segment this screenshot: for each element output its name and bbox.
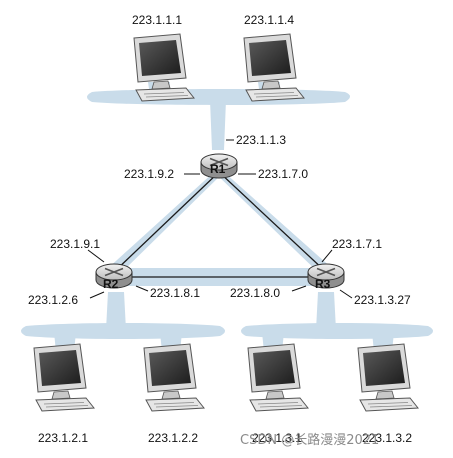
host-bottom-1: 223.1.2.1 [33, 343, 95, 445]
router-name: R2 [103, 277, 119, 291]
interface-label: 223.1.1.3 [236, 133, 286, 147]
router-r2: R2 223.1.9.1 223.1.2.6 223.1.8.1 [28, 237, 200, 307]
host-ip-label: 223.1.2.2 [148, 431, 198, 445]
computer-icon [33, 343, 95, 412]
interface-label: 223.1.8.1 [150, 286, 200, 300]
link-r1-r2 [113, 171, 220, 273]
computer-icon [133, 33, 195, 102]
interface-label: 223.1.8.0 [230, 286, 280, 300]
interface-label: 223.1.2.6 [28, 293, 78, 307]
interface-label: 223.1.9.2 [124, 167, 174, 181]
subnet-top [87, 82, 350, 150]
host-ip-label: 223.1.3.1 [252, 431, 302, 445]
computer-icon [247, 343, 309, 412]
interface-label: 223.1.7.1 [332, 237, 382, 251]
interface-label: 223.1.7.0 [258, 167, 308, 181]
host-bottom-2: 223.1.2.2 [143, 343, 205, 445]
computer-icon [143, 343, 205, 412]
point-to-point-links [106, 171, 334, 286]
host-ip-label: 223.1.1.4 [244, 13, 294, 27]
interface-label: 223.1.3.27 [354, 293, 411, 307]
host-bottom-4: 223.1.3.2 [357, 343, 419, 445]
host-bottom-3: 223.1.3.1 [247, 343, 309, 445]
interface-label: 223.1.9.1 [50, 237, 100, 251]
host-ip-label: 223.1.2.1 [38, 431, 88, 445]
link-r1-r3 [218, 171, 327, 273]
host-ip-label: 223.1.1.1 [132, 13, 182, 27]
router-name: R3 [315, 277, 331, 291]
host-ip-label: 223.1.3.2 [362, 431, 412, 445]
router-name: R1 [210, 162, 226, 176]
host-top-right: 223.1.1.4 [243, 13, 305, 102]
computer-icon [357, 343, 419, 412]
router-r1: R1 223.1.1.3 223.1.9.2 223.1.7.0 [124, 133, 308, 181]
computer-icon [243, 33, 305, 102]
watermark: CSDN @长路漫漫2021 [240, 432, 379, 448]
host-top-left: 223.1.1.1 [132, 13, 195, 102]
router-r3: R3 223.1.7.1 223.1.8.0 223.1.3.27 [230, 237, 411, 307]
